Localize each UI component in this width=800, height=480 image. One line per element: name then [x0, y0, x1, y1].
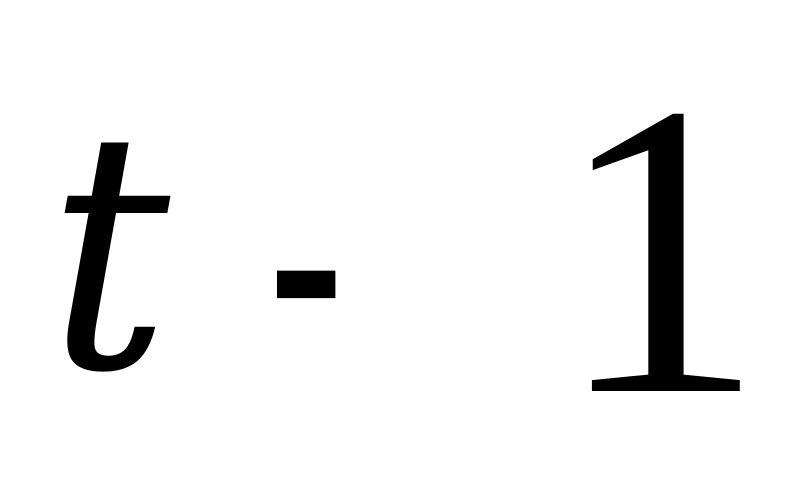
minus-operator: -: [268, 136, 345, 393]
constant-one: 1: [555, 17, 765, 480]
variable-t: t: [48, 61, 171, 445]
